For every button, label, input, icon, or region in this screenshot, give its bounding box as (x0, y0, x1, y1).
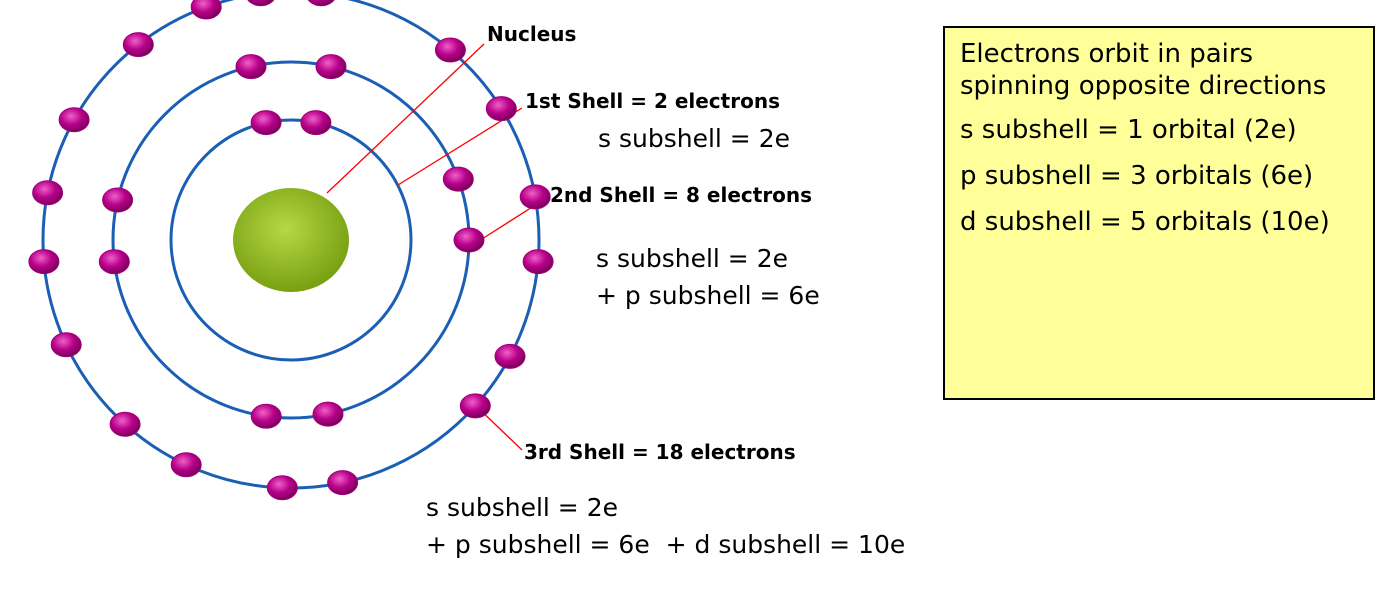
electron-shell-3-1 (247, 0, 275, 7)
info-p-subshell: p subshell = 3 orbitals (6e) (960, 161, 1314, 191)
electron-shell-2-6 (250, 403, 282, 429)
electron-shell-3-9 (327, 470, 359, 496)
info-d-subshell: d subshell = 5 orbitals (10e) (960, 207, 1330, 237)
shell-3-label: 3rd Shell = 18 electrons (524, 440, 796, 464)
electron-shell-3-10 (266, 475, 298, 501)
electron-shell-1-1 (250, 110, 282, 136)
electron-shell-3-11 (170, 452, 202, 478)
info-s-subshell: s subshell = 1 orbital (2e) (960, 115, 1297, 145)
shell-3-subshells: s subshell = 2e + p subshell = 6e + d su… (426, 489, 905, 563)
shell-2-p-subshell: + p subshell = 6e (596, 281, 820, 310)
nucleus-label: Nucleus (487, 22, 577, 46)
electron-shell-1-2 (300, 110, 332, 136)
electron-shell-2-4 (453, 227, 485, 253)
shell-3-pd-subshell: + p subshell = 6e + d subshell = 10e (426, 530, 906, 559)
orbit-shell-1 (169, 118, 413, 362)
info-box: Electrons orbit in pairs spinning opposi… (943, 26, 1375, 400)
electron-shell-3-5 (519, 184, 551, 210)
electron-shell-3-6 (522, 249, 554, 275)
electron-shell-3-15 (32, 180, 64, 206)
shell-1-label: 1st Shell = 2 electrons (525, 89, 780, 113)
shell-2-subshells: s subshell = 2e + p subshell = 6e (596, 240, 820, 314)
electron-shell-3-12 (109, 411, 141, 437)
electron-shell-3-7 (494, 343, 526, 369)
nucleus-leader-line (326, 43, 485, 194)
electron-shell-2-1 (235, 54, 267, 80)
electron-shell-2-3 (442, 166, 474, 192)
electron-shell-3-4 (485, 96, 517, 122)
electron-shell-3-13 (50, 332, 82, 358)
info-note: Electrons orbit in pairs spinning opposi… (960, 39, 1327, 101)
electron-shell-2-8 (102, 187, 134, 213)
electron-shell-2-7 (98, 249, 130, 275)
electron-shell-3-2 (307, 0, 335, 7)
nucleus (233, 188, 349, 292)
shell-2-label: 2nd Shell = 8 electrons (550, 183, 813, 207)
electron-shell-3-18 (190, 0, 222, 20)
electron-shell-3-3 (434, 37, 466, 63)
electron-shell-3-16 (58, 107, 90, 133)
electron-shell-3-14 (28, 249, 60, 275)
electron-shell-3-8 (459, 393, 491, 419)
electron-shell-3-17 (122, 32, 154, 58)
electron-shell-2-5 (312, 401, 344, 427)
shell-2-s-subshell: s subshell = 2e (596, 244, 788, 273)
shell-3-s-subshell: s subshell = 2e (426, 493, 618, 522)
electron-shell-2-2 (315, 54, 347, 80)
shell-1-s-subshell: s subshell = 2e (598, 124, 790, 153)
